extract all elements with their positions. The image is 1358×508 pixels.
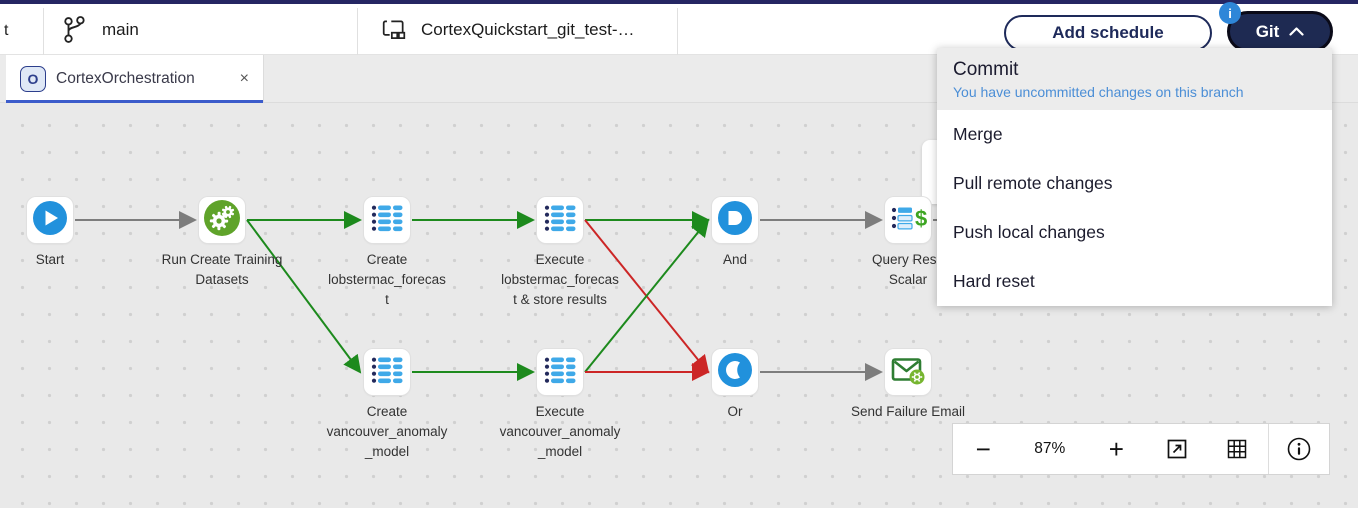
zoom-level: 87% — [1034, 440, 1066, 457]
divider — [1267, 424, 1269, 474]
node-query-result-scalar[interactable]: $ — [885, 197, 931, 243]
node-or[interactable] — [712, 349, 758, 395]
zoom-in-button[interactable]: + — [1086, 424, 1146, 474]
git-button-label: Git — [1255, 21, 1280, 41]
divider — [357, 8, 358, 58]
node-create-lobstermac-forecast[interactable] — [364, 197, 410, 243]
svg-text:$: $ — [915, 206, 927, 231]
branch-selector[interactable]: main — [62, 4, 139, 55]
sql-script-icon — [540, 350, 580, 395]
gears-circle-icon — [202, 198, 242, 243]
orchestration-tab-icon: O — [20, 66, 46, 92]
node-execute-lobstermac-forecast[interactable] — [537, 197, 583, 243]
git-button[interactable]: Git — [1227, 11, 1333, 52]
node-label-send-failure-email: Send Failure Email — [850, 404, 966, 419]
tab-cortexorchestration[interactable]: O CortexOrchestration × — [6, 55, 264, 103]
canvas-info-button[interactable] — [1269, 424, 1329, 474]
query-scalar-icon: $ — [888, 198, 928, 243]
toggle-grid-button[interactable] — [1207, 424, 1267, 474]
sql-script-icon — [540, 198, 580, 243]
add-schedule-button[interactable]: Add schedule — [1004, 15, 1212, 51]
node-label-start: Start — [35, 252, 65, 267]
node-send-failure-email[interactable] — [885, 349, 931, 395]
git-branch-icon — [64, 15, 85, 43]
node-execute-vancouver-anomaly-model[interactable] — [537, 349, 583, 395]
tab-label: CortexOrchestration — [56, 70, 195, 87]
chevron-up-icon — [1289, 27, 1304, 36]
git-menu-item-merge[interactable]: Merge — [953, 124, 1003, 144]
pipeline-selector[interactable]: CortexQuickstart_git_test-… — [381, 4, 635, 55]
divider — [677, 8, 678, 58]
play-circle-icon — [30, 198, 70, 243]
edge-execute-vancouver-anomaly-model-to-and[interactable] — [584, 218, 710, 373]
node-run-create-training-datasets[interactable] — [199, 197, 245, 243]
sql-script-icon — [367, 350, 407, 395]
node-and[interactable] — [712, 197, 758, 243]
node-label-and: And — [722, 252, 748, 267]
git-menu-item-pull-remote-changes[interactable]: Pull remote changes — [953, 173, 1113, 193]
fit-to-screen-button[interactable] — [1147, 424, 1207, 474]
or-circle-icon — [715, 350, 755, 395]
git-menu-item-hard-reset[interactable]: Hard reset — [953, 271, 1035, 291]
node-label-or: Or — [727, 404, 743, 419]
canvas-zoom-toolbar: − 87% + — [952, 423, 1330, 475]
truncated-left-label: t — [4, 22, 9, 39]
git-menu-item-label: Commit — [953, 59, 1019, 80]
email-gear-icon — [888, 350, 928, 395]
divider — [43, 8, 44, 58]
sql-script-icon — [367, 198, 407, 243]
and-circle-icon — [715, 198, 755, 243]
tab-close-icon[interactable]: × — [239, 70, 249, 87]
top-bar: t main CortexQuickstart_git_tes — [0, 0, 1358, 58]
git-menu-item-sublabel: You have uncommitted changes on this bra… — [953, 84, 1244, 100]
expand-icon — [1167, 439, 1187, 459]
grid-icon — [1228, 439, 1247, 459]
pipeline-name: CortexQuickstart_git_test-… — [421, 19, 635, 39]
branch-name: main — [102, 19, 139, 39]
git-menu-item-push-local-changes[interactable]: Push local changes — [953, 222, 1105, 242]
git-info-badge[interactable]: i — [1219, 2, 1241, 24]
pipeline-edges-layer — [75, 211, 946, 381]
zoom-out-button[interactable]: − — [953, 424, 1013, 474]
info-icon — [1287, 437, 1311, 461]
pipeline-icon — [382, 19, 406, 39]
node-start[interactable] — [27, 197, 73, 243]
edge-run-create-training-datasets-to-create-vancouver-anomaly-model[interactable] — [246, 219, 362, 374]
active-tab-indicator — [6, 100, 263, 103]
node-create-vancouver-anomaly-model[interactable] — [364, 349, 410, 395]
